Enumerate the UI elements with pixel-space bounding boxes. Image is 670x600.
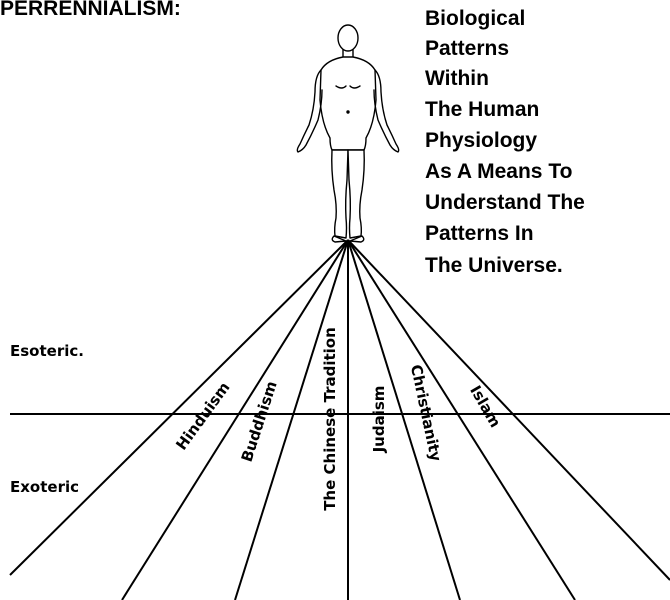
caption-block: Biological Patterns Within The Human Phy… bbox=[425, 7, 585, 277]
tradition-label-chinese-tradition: The Chinese Tradition bbox=[321, 327, 339, 511]
ray-line bbox=[122, 240, 348, 600]
caption-line: Within bbox=[425, 67, 489, 90]
caption-line: Physiology bbox=[425, 129, 537, 152]
caption-line: Understand The bbox=[425, 191, 585, 214]
exoteric-label: Exoteric bbox=[10, 478, 79, 496]
ray-line bbox=[348, 240, 670, 580]
caption-line: Biological bbox=[425, 7, 525, 30]
tradition-label-hinduism: Hinduism bbox=[172, 379, 233, 454]
ray-line bbox=[10, 240, 348, 575]
caption-line: As A Means To bbox=[425, 160, 572, 183]
tradition-label-islam: Islam bbox=[466, 382, 504, 430]
tradition-label-buddhism: Buddhism bbox=[238, 379, 281, 464]
esoteric-label: Esoteric. bbox=[10, 342, 84, 360]
caption-line: Patterns In bbox=[425, 222, 534, 245]
diagram-heading: PERRENNIALISM: bbox=[0, 0, 181, 20]
ray-line bbox=[348, 240, 460, 600]
tradition-labels: Hinduism Buddhism The Chinese Tradition … bbox=[172, 327, 504, 511]
human-figure-icon bbox=[297, 25, 398, 242]
radiating-lines bbox=[10, 240, 670, 600]
caption-line: Patterns bbox=[425, 37, 509, 60]
caption-line: The Human bbox=[425, 98, 539, 121]
tradition-label-judaism: Judaism bbox=[370, 386, 388, 454]
caption-line: The Universe. bbox=[425, 254, 563, 277]
